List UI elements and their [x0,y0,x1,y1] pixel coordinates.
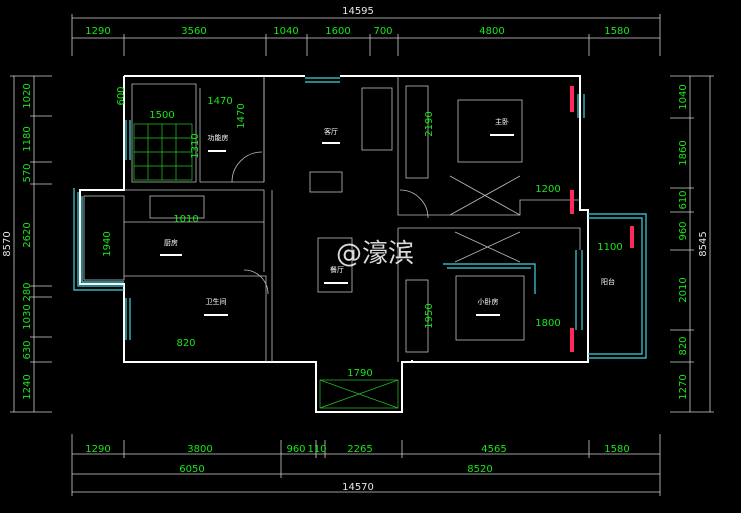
walls [73,75,647,413]
top-dim-7: 1580 [604,26,629,37]
interior-dim-10: 1100 [597,242,622,253]
room-labels: 功能房 客厅 主卧 厨房 餐厅 卫生间 小卧房 阳台 [160,117,615,316]
interior-dim-6: 1010 [173,214,198,225]
bottom-dim-1: 1290 [85,444,110,455]
interior-dim-9: 1200 [535,184,560,195]
left-dim-4: 2620 [22,222,33,247]
overall-top-dim: 14595 [342,6,374,17]
left-dim-7: 630 [22,340,33,359]
interior-dim-13: 1790 [347,368,372,379]
bottom-dim-2: 3800 [187,444,212,455]
right-dim-1: 1040 [678,84,689,109]
left-dim-2: 1180 [22,126,33,151]
interior-dim-5: 1310 [190,133,201,158]
bottom-dim-right-total: 8520 [467,464,492,475]
interior-dim-8: 2190 [424,111,435,136]
top-dim-1: 1290 [85,26,110,37]
overall-bottom-dim: 14570 [342,482,374,493]
bottom-dim-6: 4565 [481,444,506,455]
interior-dim-4: 1470 [236,103,247,128]
right-dim-2: 1860 [678,140,689,165]
top-dim-3: 1040 [273,26,298,37]
bottom-dim-left-total: 6050 [179,464,204,475]
bottom-dimensions: 1290 3800 960 110 2265 4565 1580 6050 85… [71,434,661,496]
left-dim-3: 570 [22,163,33,182]
right-dim-4: 960 [678,221,689,240]
left-dim-1: 1020 [22,83,33,108]
interior-dim-7: 1940 [102,231,113,256]
interior-dim-14: 820 [176,338,195,349]
room-label-master-bedroom: 主卧 [495,117,509,126]
room-label-living: 客厅 [324,127,338,136]
right-dim-6: 820 [678,336,689,355]
interior-dim-2: 1500 [149,110,174,121]
interior-dimensions: 600 1500 1470 1470 1310 1010 1940 2190 1… [102,86,623,379]
interior-dim-12: 1800 [535,318,560,329]
right-dimensions: 1040 1860 610 960 2010 820 1270 8545 [670,75,714,413]
top-dimensions: 14595 1290 3560 1040 1600 700 4800 1580 [71,6,661,56]
left-total-dim: 8570 [2,231,13,256]
watermark: @濠滨 [336,239,414,269]
right-total-dim: 8545 [698,231,709,256]
left-dim-6: 1030 [22,304,33,329]
room-label-multi-function: 功能房 [208,133,229,142]
right-dim-3: 610 [678,190,689,209]
interior-dim-11: 1950 [424,303,435,328]
bottom-dim-5: 2265 [347,444,372,455]
interior-dim-1: 600 [116,86,127,105]
right-dim-5: 2010 [678,277,689,302]
top-dim-5: 700 [373,26,392,37]
room-label-kitchen: 厨房 [164,238,178,247]
top-dim-4: 1600 [325,26,350,37]
room-label-bathroom: 卫生间 [206,297,227,306]
room-label-small-bedroom: 小卧房 [478,297,499,306]
bottom-dim-4: 110 [307,444,326,455]
top-dim-2: 3560 [181,26,206,37]
right-dim-7: 1270 [678,374,689,399]
left-dimensions: 8570 1020 1180 570 2620 280 1030 630 124… [2,75,52,413]
bottom-dim-3: 960 [286,444,305,455]
room-label-balcony: 阳台 [601,277,615,286]
left-dim-5: 280 [22,282,33,301]
interior-dim-3: 1470 [207,96,232,107]
bottom-dim-7: 1580 [604,444,629,455]
room-label-dining: 餐厅 [330,265,344,274]
left-dim-8: 1240 [22,374,33,399]
top-dim-6: 4800 [479,26,504,37]
